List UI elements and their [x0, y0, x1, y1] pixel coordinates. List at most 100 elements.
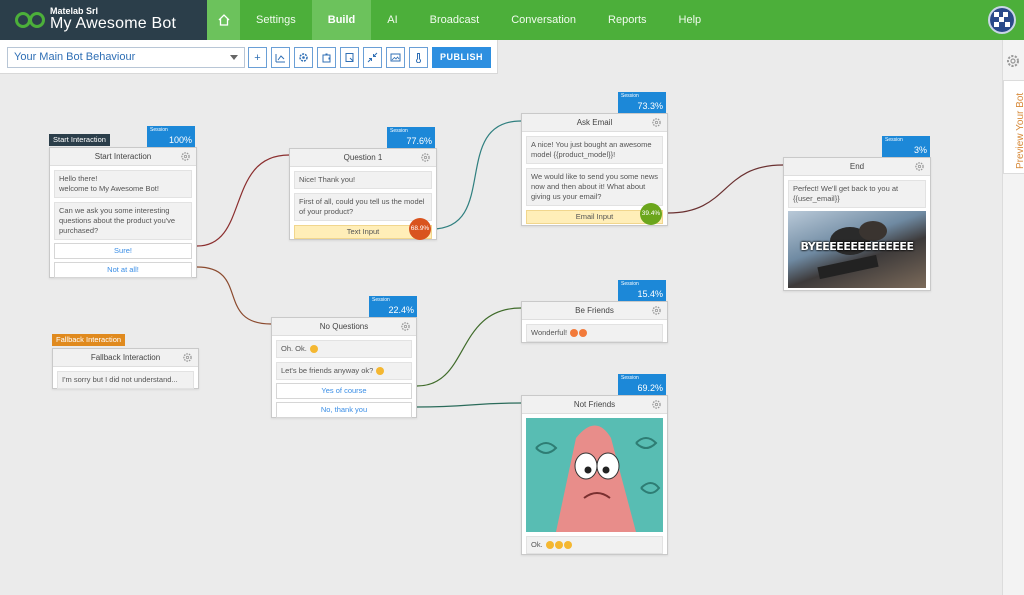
nav-conversation[interactable]: Conversation	[511, 14, 577, 26]
publish-button[interactable]: PUBLISH	[432, 47, 491, 68]
message-bubble: Ok.	[526, 536, 663, 554]
node-title: No Questions	[319, 322, 369, 331]
quick-reply-yes-of-course[interactable]: Yes of course	[276, 383, 412, 399]
email-input-conversion-badge: 39.4%	[640, 203, 662, 225]
session-label: Session	[885, 137, 903, 143]
node-header: Ask Email	[522, 114, 667, 132]
note-button[interactable]	[340, 47, 359, 68]
no-questions-session-badge: Session 22.4%	[369, 296, 417, 318]
message-text: Wonderful!	[531, 328, 568, 337]
session-label: Session	[390, 128, 408, 134]
bye-gif-image: BYEEEEEEEEEEEEEE	[788, 211, 926, 288]
ask-email-session-badge: Session 73.3%	[618, 92, 666, 114]
nav-build[interactable]: Build	[311, 0, 372, 40]
preview-your-bot-tab[interactable]: Preview Your Bot	[1003, 80, 1024, 174]
node-settings-gear-icon[interactable]	[420, 152, 431, 163]
nav-reports[interactable]: Reports	[608, 14, 647, 26]
node-title: Start Interaction	[94, 152, 152, 161]
chart-icon	[275, 54, 285, 63]
quick-reply-no-thank-you[interactable]: No, thank you	[276, 402, 412, 418]
compress-button[interactable]	[363, 47, 382, 68]
message-text: Oh. Ok.	[281, 344, 307, 353]
node-settings-gear-icon[interactable]	[182, 352, 193, 363]
not-friends-node[interactable]: Not Friends Ok.	[521, 395, 668, 555]
session-value: 100%	[168, 135, 192, 145]
add-node-button[interactable]: +	[248, 47, 267, 68]
behaviour-select[interactable]: Your Main Bot Behaviour	[7, 47, 245, 68]
plus-icon: +	[254, 51, 261, 64]
session-label: Session	[150, 127, 168, 133]
hug-emoji-icon	[376, 367, 385, 376]
image-button[interactable]	[386, 47, 405, 68]
nav-broadcast[interactable]: Broadcast	[429, 14, 480, 26]
home-button[interactable]	[207, 0, 240, 40]
fallback-interaction-node[interactable]: Fallback Interaction I'm sorry but I did…	[52, 348, 199, 389]
rail-settings-button[interactable]	[1002, 47, 1024, 75]
be-friends-session-badge: Session 15.4%	[618, 280, 666, 302]
node-settings-gear-icon[interactable]	[651, 305, 662, 316]
note-icon	[345, 53, 354, 62]
text-input-conversion-badge: 68.9%	[409, 218, 431, 240]
matelab-logo-icon	[15, 12, 45, 28]
message-bubble: I'm sorry but I did not understand...	[57, 371, 194, 389]
no-questions-node[interactable]: No Questions Oh. Ok. Let's be friends an…	[271, 317, 417, 418]
start-interaction-node[interactable]: Start Interaction Hello there! welcome t…	[49, 147, 197, 278]
message-bubble: Wonderful!	[526, 324, 663, 342]
quick-reply-not-at-all[interactable]: Not at all!	[54, 262, 192, 278]
sad-emoji-icon	[545, 541, 554, 550]
node-title: Be Friends	[575, 306, 614, 315]
chevron-down-icon	[230, 55, 238, 60]
unamused-emoji-icon	[309, 345, 318, 354]
quick-reply-sure[interactable]: Sure!	[54, 243, 192, 259]
be-friends-node[interactable]: Be Friends Wonderful!	[521, 301, 668, 343]
fallback-interaction-tag: Fallback Interaction	[52, 334, 126, 346]
end-session-badge: Session 3%	[882, 136, 930, 158]
message-bubble: Hello there! welcome to My Awesome Bot!	[54, 170, 192, 198]
ask-email-node[interactable]: Ask Email A nice! You just bought an awe…	[521, 113, 668, 226]
plugin-button[interactable]	[317, 47, 336, 68]
session-value: 69.2%	[637, 383, 663, 393]
settings-tool-button[interactable]	[294, 47, 313, 68]
thermometer-button[interactable]	[409, 47, 428, 68]
node-settings-gear-icon[interactable]	[914, 161, 925, 172]
stats-button[interactable]	[271, 47, 290, 68]
connector-no-to-not-friends	[416, 402, 522, 408]
user-avatar[interactable]	[988, 6, 1016, 34]
text-input-button[interactable]: Text Input	[294, 225, 432, 239]
email-input-button[interactable]: Email Input	[526, 210, 663, 224]
node-header: Be Friends	[522, 302, 667, 320]
connector-start-to-question1	[196, 154, 290, 247]
node-settings-gear-icon[interactable]	[400, 321, 411, 332]
node-title: Question 1	[343, 153, 383, 162]
sad-starfish-illustration-icon	[526, 418, 663, 532]
gear-icon	[299, 53, 308, 62]
home-icon	[218, 14, 229, 26]
node-title: Not Friends	[573, 400, 616, 409]
not-friends-session-badge: Session 69.2%	[618, 374, 666, 396]
message-bubble: Oh. Ok.	[276, 340, 412, 358]
node-settings-gear-icon[interactable]	[651, 399, 662, 410]
nav-help[interactable]: Help	[678, 14, 702, 26]
sad-patrick-gif-image	[526, 418, 663, 532]
session-label: Session	[621, 281, 639, 287]
node-settings-gear-icon[interactable]	[180, 151, 191, 162]
company-name: Matelab Srl	[50, 6, 99, 16]
nav-settings[interactable]: Settings	[256, 14, 296, 26]
end-node[interactable]: End Perfect! We'll get back to you at {{…	[783, 157, 931, 291]
gif-caption: BYEEEEEEEEEEEEEE	[800, 240, 914, 253]
node-header: Not Friends	[522, 396, 667, 414]
thermometer-icon	[416, 53, 421, 63]
node-header: Question 1	[290, 149, 436, 167]
session-label: Session	[621, 93, 639, 99]
avatar-pattern-icon	[990, 8, 1014, 32]
brand-block[interactable]: Matelab Srl My Awesome Bot	[0, 0, 207, 40]
heart-eyes-emoji-icon	[570, 329, 579, 338]
node-settings-gear-icon[interactable]	[651, 117, 662, 128]
compress-icon	[367, 52, 378, 63]
message-bubble: Nice! Thank you!	[294, 171, 432, 189]
main-nav: Settings Build AI Broadcast Conversation…	[240, 0, 717, 40]
nav-ai[interactable]: AI	[387, 14, 398, 26]
node-title: Ask Email	[576, 118, 613, 127]
session-label: Session	[372, 297, 390, 303]
connector-ask-email-to-end	[667, 164, 784, 214]
